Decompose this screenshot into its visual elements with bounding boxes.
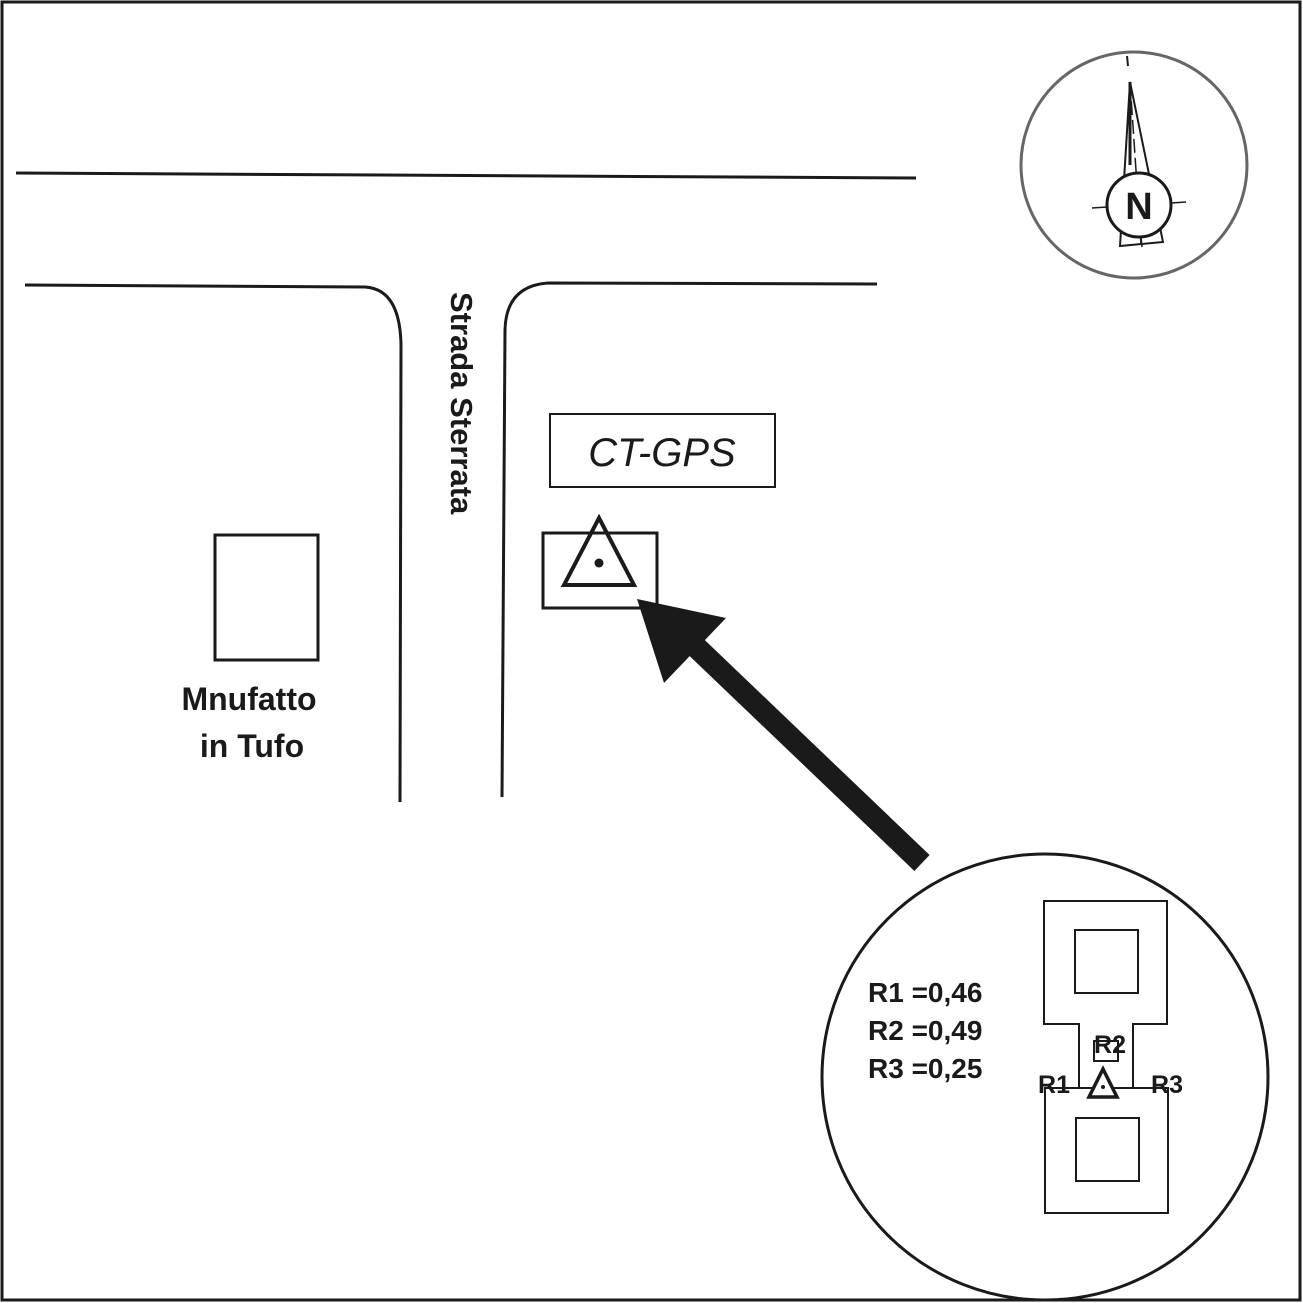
building-label-line2: in Tufo xyxy=(200,728,304,764)
distance-r1: R1 =0,46 xyxy=(868,977,982,1008)
distance-r2: R2 =0,49 xyxy=(868,1015,982,1046)
compass-rose: N xyxy=(1019,50,1249,280)
main-road-edge xyxy=(15,171,917,180)
compass-tick-left xyxy=(1091,206,1108,209)
detail-inset: R2 R1 R3 R1 =0,46 R2 =0,49 R3 =0,25 xyxy=(820,852,1270,1302)
station-label: CT-GPS xyxy=(588,431,736,475)
pointer-arrow-shaft xyxy=(686,637,930,871)
compass-north-tick xyxy=(1126,55,1129,67)
distance-r3: R3 =0,25 xyxy=(868,1053,982,1084)
r3-label: R3 xyxy=(1151,1071,1183,1099)
r1-label: R1 xyxy=(1038,1071,1070,1099)
station-label-box xyxy=(549,413,776,488)
r2-label: R2 xyxy=(1094,1031,1126,1059)
station-point-icon xyxy=(594,558,604,568)
upper-pillar-inner xyxy=(1074,929,1139,994)
side-road-right-edge xyxy=(500,281,878,798)
compass-center-circle xyxy=(1105,171,1173,239)
compass-north-label: N xyxy=(1125,186,1152,228)
compass-ring xyxy=(1019,50,1249,280)
lower-pillar-inner xyxy=(1075,1117,1140,1182)
inset-station-triangle-icon xyxy=(1086,1065,1120,1099)
pointer-arrow-head-icon xyxy=(637,599,726,683)
r2-reference-box xyxy=(1093,1040,1119,1062)
station-marker-box xyxy=(541,531,659,610)
inset-station-point-icon xyxy=(1101,1085,1105,1089)
detail-inset-circle xyxy=(820,852,1270,1302)
side-road-left-edge xyxy=(24,283,403,803)
road-label: Strada Sterrata xyxy=(444,292,479,515)
station-triangle-icon xyxy=(560,513,638,587)
compass-tick-right xyxy=(1170,201,1187,204)
building-label-line1: Mnufatto xyxy=(181,681,316,717)
building-outline xyxy=(213,533,320,662)
compass-tick-bottom xyxy=(1140,236,1143,248)
